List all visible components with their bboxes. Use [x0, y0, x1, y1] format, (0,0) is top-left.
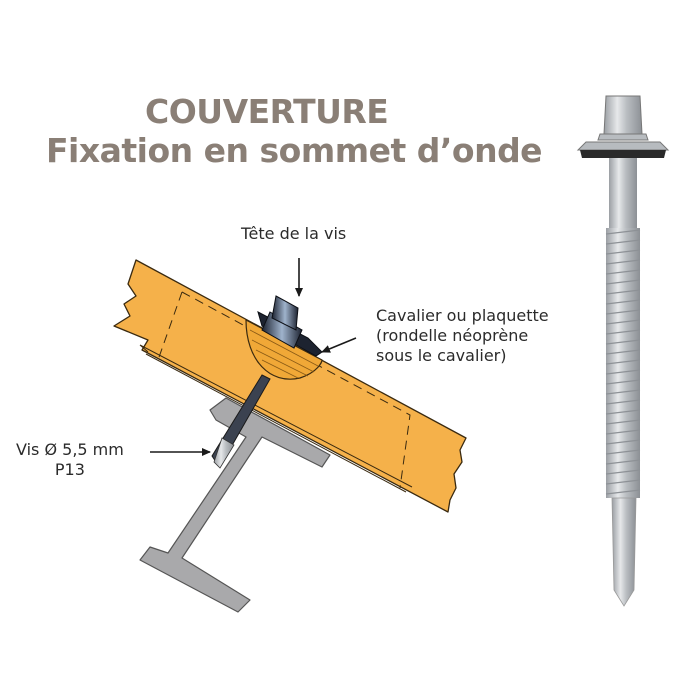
title-fixation: Fixation en sommet d’onde [46, 131, 543, 170]
label-cavalier-line2: (rondelle néoprène [376, 326, 529, 345]
roof-panel [113, 259, 467, 513]
label-screw-type: P13 [54, 460, 85, 479]
screw-thread [605, 228, 641, 498]
arrow-cavalier-label [321, 337, 357, 353]
title-couverture: COUVERTURE [145, 92, 389, 131]
product-screw-photo [576, 95, 670, 607]
label-cavalier-line3: sous le cavalier) [376, 346, 507, 365]
label-screw-head: Tête de la vis [241, 224, 347, 243]
label-cavalier-line1: Cavalier ou plaquette [376, 306, 549, 325]
label-cavalier: Cavalier ou plaquette (rondelle néoprène… [376, 306, 549, 366]
screw-head [257, 295, 323, 357]
drill-point [611, 497, 637, 607]
steel-beam [139, 397, 331, 613]
diagram-screw [211, 374, 271, 469]
cavalier [245, 319, 323, 380]
label-screw-spec: Vis Ø 5,5 mm P13 [16, 440, 124, 480]
label-screw-diameter: Vis Ø 5,5 mm [16, 440, 124, 459]
